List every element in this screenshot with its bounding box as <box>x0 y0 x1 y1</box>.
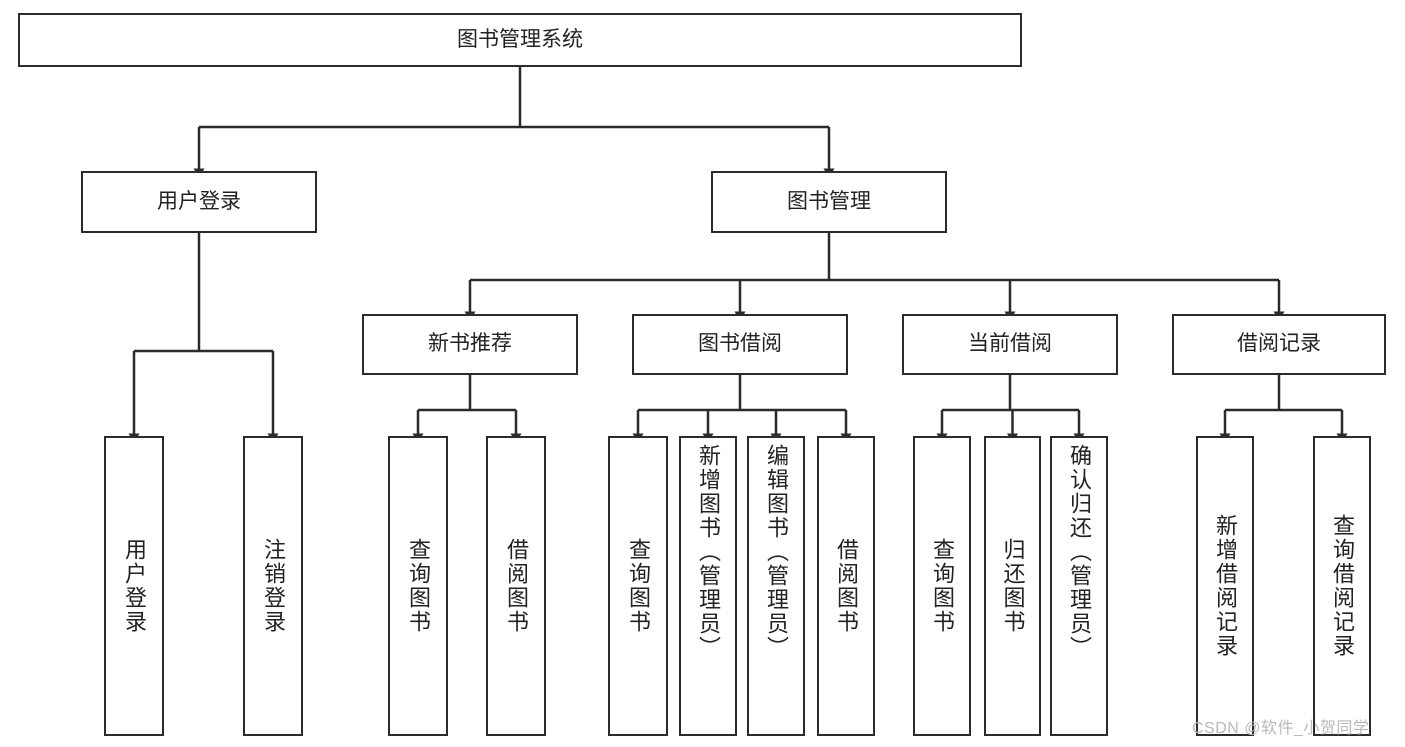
node-borrow-record[interactable]: 借阅记录 <box>1172 314 1386 375</box>
node-book-management[interactable]: 图书管理 <box>711 171 947 233</box>
leaf-return-book[interactable]: 归还图书 <box>984 436 1041 736</box>
node-book-management-label: 图书管理 <box>787 189 871 213</box>
node-book-borrowing[interactable]: 图书借阅 <box>632 314 848 375</box>
leaf-add-borrow-record-label: 新增借阅记录 <box>1213 514 1238 658</box>
leaf-query-borrow-record-label: 查询借阅记录 <box>1330 514 1355 658</box>
leaf-query-borrow-record[interactable]: 查询借阅记录 <box>1313 436 1371 736</box>
leaf-query-book-borrow-label: 查询图书 <box>626 538 651 634</box>
leaf-edit-book-label: 编辑图书（管理员） <box>764 444 789 660</box>
leaf-query-book-borrow[interactable]: 查询图书 <box>608 436 668 736</box>
leaf-logout-label: 注销登录 <box>261 538 286 634</box>
leaf-borrow-book-new-label: 借阅图书 <box>504 538 529 634</box>
leaf-edit-book[interactable]: 编辑图书（管理员） <box>747 436 805 736</box>
node-borrow-record-label: 借阅记录 <box>1237 332 1321 356</box>
leaf-query-book-new[interactable]: 查询图书 <box>388 436 448 736</box>
node-new-book-recommendation-label: 新书推荐 <box>428 332 512 356</box>
node-root-label: 图书管理系统 <box>457 27 583 51</box>
csdn-watermark: CSDN @软件_小贺同学 <box>1192 720 1370 737</box>
leaf-query-book-current-label: 查询图书 <box>930 538 955 634</box>
node-root[interactable]: 图书管理系统 <box>18 13 1022 67</box>
node-current-borrowing[interactable]: 当前借阅 <box>902 314 1118 375</box>
leaf-borrow-book-new[interactable]: 借阅图书 <box>486 436 546 736</box>
leaf-logout[interactable]: 注销登录 <box>243 436 303 736</box>
node-user-login-label: 用户登录 <box>157 189 241 213</box>
leaf-user-login[interactable]: 用户登录 <box>104 436 164 736</box>
node-book-borrowing-label: 图书借阅 <box>698 332 782 356</box>
leaf-add-borrow-record[interactable]: 新增借阅记录 <box>1196 436 1254 736</box>
leaf-confirm-return[interactable]: 确认归还（管理员） <box>1050 436 1108 736</box>
leaf-add-book[interactable]: 新增图书（管理员） <box>679 436 737 736</box>
node-current-borrowing-label: 当前借阅 <box>968 332 1052 356</box>
leaf-user-login-label: 用户登录 <box>122 538 147 634</box>
leaf-query-book-new-label: 查询图书 <box>406 538 431 634</box>
leaf-borrow-book-label: 借阅图书 <box>834 538 859 634</box>
leaf-borrow-book[interactable]: 借阅图书 <box>817 436 875 736</box>
leaf-query-book-current[interactable]: 查询图书 <box>913 436 971 736</box>
node-new-book-recommendation[interactable]: 新书推荐 <box>362 314 578 375</box>
leaf-confirm-return-label: 确认归还（管理员） <box>1067 444 1092 660</box>
leaf-return-book-label: 归还图书 <box>1000 538 1026 634</box>
leaf-add-book-label: 新增图书（管理员） <box>696 444 721 660</box>
node-user-login[interactable]: 用户登录 <box>81 171 317 233</box>
